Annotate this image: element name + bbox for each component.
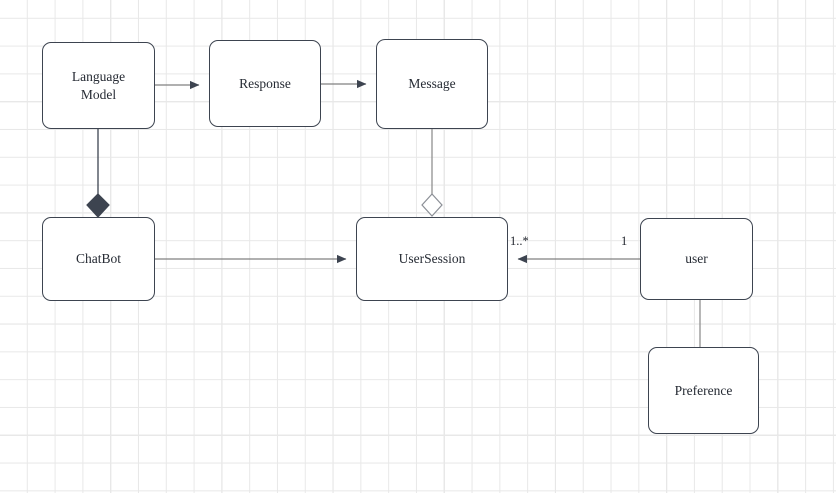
node-chatbot[interactable]: ChatBot	[42, 217, 155, 301]
node-message-label: Message	[408, 76, 456, 92]
multiplicity-label-target-many: 1..*	[510, 234, 529, 248]
node-preference[interactable]: Preference	[648, 347, 759, 434]
composition-diamond-filled-icon	[86, 193, 110, 218]
node-user-label: user	[685, 251, 708, 267]
node-response-label: Response	[239, 75, 291, 91]
node-usersession-label: UserSession	[398, 251, 466, 267]
aggregation-diamond-hollow-icon	[421, 193, 443, 217]
node-language-model-label-line2: Model	[80, 86, 117, 102]
edge-message-to-usersession[interactable]	[421, 129, 443, 217]
node-response[interactable]: Response	[209, 40, 321, 127]
multiplicity-label-source-one: 1	[621, 234, 628, 248]
node-language-model[interactable]: Language Model	[42, 42, 155, 129]
edge-language-model-to-chatbot[interactable]	[86, 129, 110, 218]
node-user[interactable]: user	[640, 218, 753, 300]
node-chatbot-label: ChatBot	[75, 251, 121, 267]
node-preference-label: Preference	[674, 382, 733, 398]
node-message[interactable]: Message	[376, 39, 488, 129]
node-language-model-label-line1: Language	[71, 68, 126, 84]
node-usersession[interactable]: UserSession	[356, 217, 508, 301]
